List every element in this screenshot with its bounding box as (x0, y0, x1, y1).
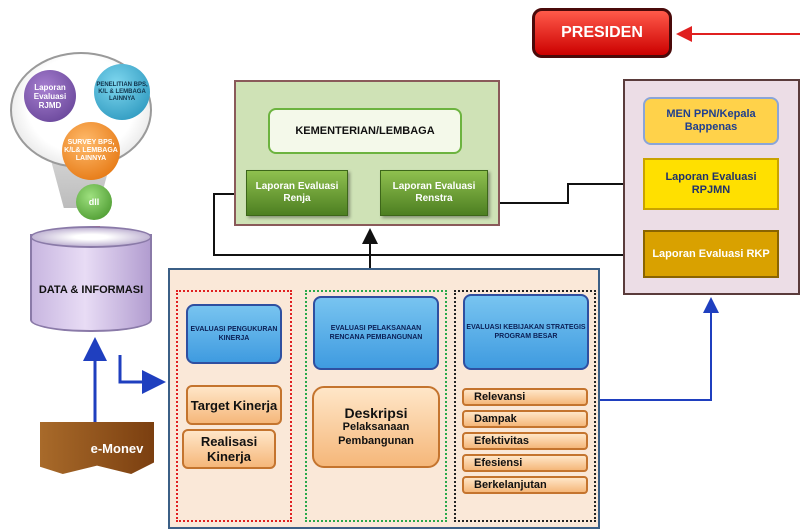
database-cylinder (30, 234, 152, 332)
emonev-document: e-Monev (40, 422, 154, 474)
data-informasi-label: DATA & INFORMASI (38, 284, 144, 296)
criteria-berkelanjutan: Berkelanjutan (462, 476, 588, 494)
criteria-relevansi: Relevansi (462, 388, 588, 406)
kementerian-title: KEMENTERIAN/LEMBAGA (268, 108, 462, 154)
pelaksanaan-column (305, 290, 447, 522)
database-cylinder-top (30, 226, 152, 248)
arrow-renja-rkp (213, 193, 643, 263)
source-rjmd-bubble: Laporan Evaluasi RJMD (24, 70, 76, 122)
laporan-renstra-box: Laporan Evaluasi Renstra (380, 170, 488, 216)
presiden-box: PRESIDEN (532, 8, 672, 58)
men-ppn-box: MEN PPN/Kepala Bappenas (643, 97, 779, 145)
laporan-renja-box: Laporan Evaluasi Renja (246, 170, 348, 216)
realisasi-kinerja-box: Realisasi Kinerja (182, 429, 276, 469)
emonev-label: e-Monev (90, 440, 144, 456)
arrow-data-panel (118, 355, 166, 394)
kinerja-column (176, 290, 292, 522)
criteria-efektivitas: Efektivitas (462, 432, 588, 450)
arrow-renstra-rpjmn (490, 176, 643, 204)
laporan-rpjmn-box: Laporan Evaluasi RPJMN (643, 158, 779, 210)
source-dll-bubble: dll (76, 184, 112, 220)
source-penelitian-bubble: PENELITIAN BPS, K/L & LEMBAGA LAINNYA (94, 64, 150, 120)
source-survey-bubble: SURVEY BPS, K/L& LEMBAGA LAINNYA (62, 122, 120, 180)
target-kinerja-box: Target Kinerja (186, 385, 282, 425)
deskripsi-box: Deskripsi Pelaksanaan Pembangunan (312, 386, 440, 468)
evaluasi-pelaksanaan-header: EVALUASI PELAKSANAAN RENCANA PEMBANGUNAN (313, 296, 439, 370)
kebijakan-column (454, 290, 596, 522)
laporan-rkp-box: Laporan Evaluasi RKP (643, 230, 779, 278)
evaluasi-kinerja-header: EVALUASI PENGUKURAN KINERJA (186, 304, 282, 364)
deskripsi-title: Deskripsi (344, 405, 408, 421)
criteria-efesiensi: Efesiensi (462, 454, 588, 472)
arrow-panel-rkp (598, 297, 719, 401)
deskripsi-body: Pelaksanaan Pembangunan (338, 421, 414, 447)
criteria-dampak: Dampak (462, 410, 588, 428)
evaluasi-kebijakan-header: EVALUASI KEBIJAKAN STRATEGIS PROGRAM BES… (463, 294, 589, 370)
